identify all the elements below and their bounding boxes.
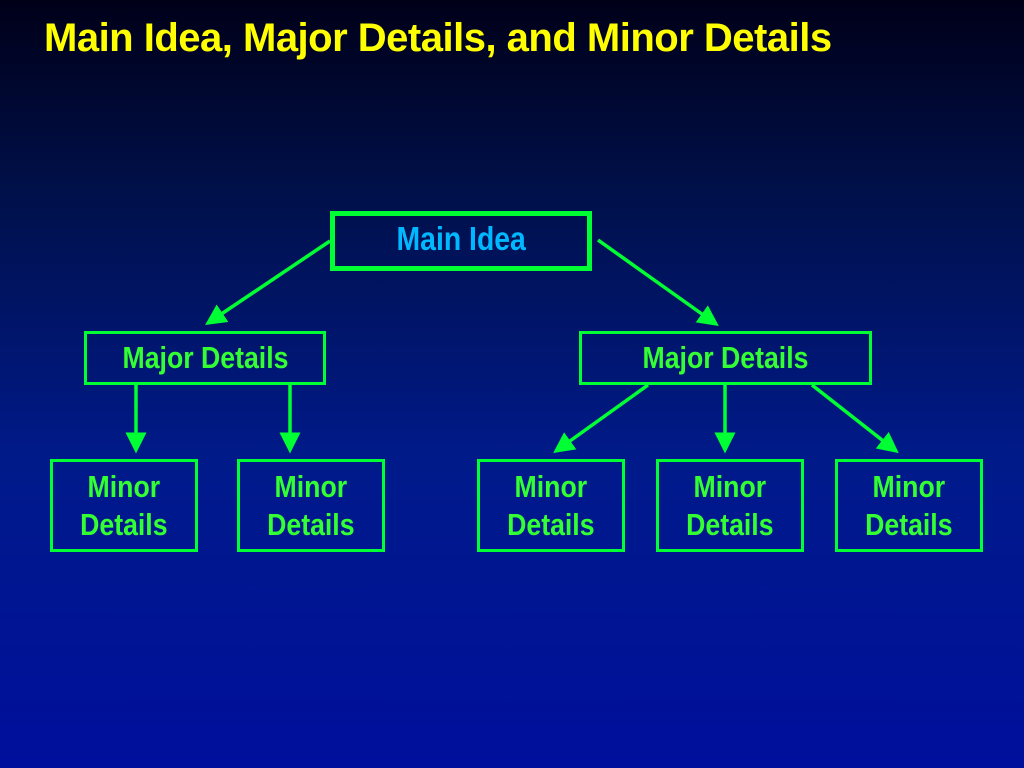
arrow-major-right-to-minor-5 [810, 383, 899, 454]
major-details-box-left: Major Details [84, 331, 326, 385]
minor-details-label: Minor Details [865, 468, 953, 542]
minor-details-label: Minor Details [507, 468, 595, 542]
minor-details-box-3: Minor Details [477, 459, 625, 552]
arrow-main-to-major-left [205, 239, 331, 325]
main-idea-box: Main Idea [330, 211, 592, 271]
page-title: Main Idea, Major Details, and Minor Deta… [44, 16, 832, 60]
minor-details-label: Minor Details [80, 468, 168, 542]
minor-details-box-1: Minor Details [50, 459, 198, 552]
major-details-label: Major Details [642, 340, 809, 375]
minor-details-box-2: Minor Details [237, 459, 385, 552]
arrow-main-to-major-right [596, 238, 719, 327]
main-idea-label: Main Idea [396, 220, 526, 257]
minor-details-label: Minor Details [686, 468, 774, 542]
major-details-label: Major Details [122, 340, 288, 375]
minor-details-label: Minor Details [267, 468, 355, 542]
arrow-major-right-to-minor-3 [553, 383, 650, 454]
minor-details-box-5: Minor Details [835, 459, 983, 552]
minor-details-box-4: Minor Details [656, 459, 804, 552]
major-details-box-right: Major Details [579, 331, 872, 385]
